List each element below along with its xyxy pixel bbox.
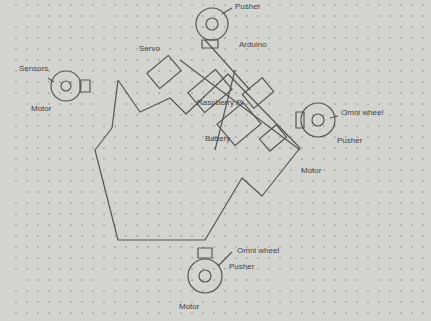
part-label: Pusher (228, 262, 255, 271)
part-label: Sensors (18, 64, 49, 73)
part-label: Omni wheel (236, 246, 280, 255)
part-label: Pusher (336, 136, 363, 145)
part-label: Omni wheel (340, 108, 384, 117)
part-label: Motor (300, 166, 322, 175)
part-label: Pusher (234, 2, 261, 11)
part-label: Battery (204, 134, 231, 143)
part-label: Raspberry Pi (196, 98, 244, 107)
part-label: Motor (178, 302, 200, 311)
part-label: Motor (30, 104, 52, 113)
part-label: Arduino (238, 40, 268, 49)
part-label: Servo (138, 44, 161, 53)
